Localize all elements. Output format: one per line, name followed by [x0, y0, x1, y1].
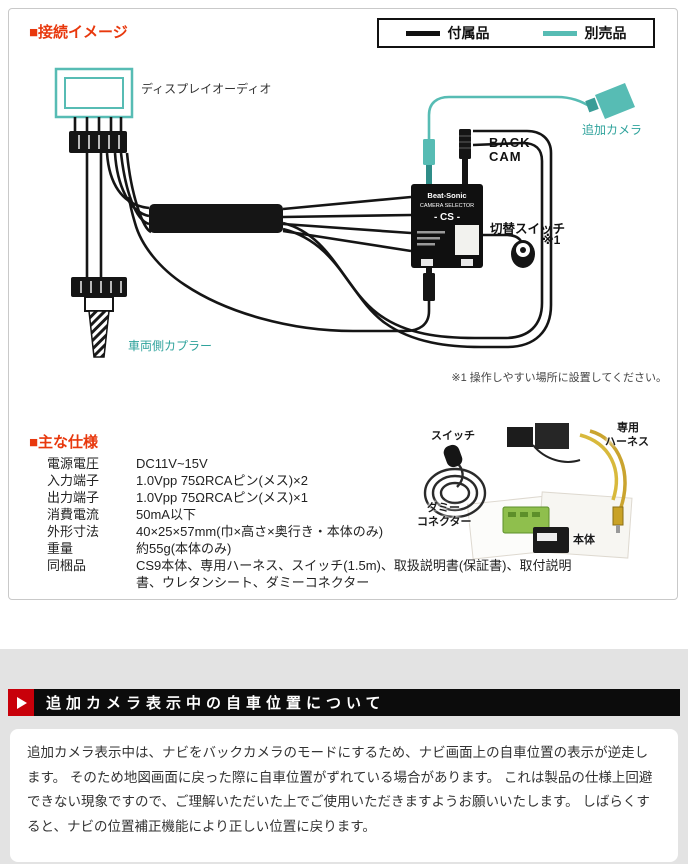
notice-heading: 追加カメラ表示中の自車位置について: [46, 695, 386, 712]
harness-wires: [73, 117, 553, 349]
spec-value: 50mA以下: [136, 507, 196, 522]
notice-body-text: 追加カメラ表示中は、ナビをバックカメラのモードにするため、ナビ画面上の自車位置の…: [27, 745, 653, 834]
camera-rca-plug-icon: [423, 139, 435, 184]
switch-photo: [443, 444, 463, 468]
back-cam-label-line2: CAM: [489, 149, 522, 164]
optional-line-swatch: [542, 30, 577, 36]
product-photo-image: [423, 423, 633, 560]
spec-row: 消費電流 50mA以下: [47, 506, 671, 523]
backcam-rca-plug-icon: [459, 129, 471, 184]
add-camera-label: 追加カメラ: [582, 123, 643, 137]
spec-label: 消費電流: [47, 507, 100, 522]
back-cam-label-line1: BACK: [489, 135, 531, 150]
spec-value: CS9本体、専用ハーネス、スイッチ(1.5m)、取扱説明書(保証書)、取付説明書…: [136, 558, 572, 590]
harness-cable-photo: [579, 429, 627, 533]
camera-selector-device: Beat-Sonic CAMERA SELECTOR - CS -: [411, 184, 483, 268]
specs-table: 電源電圧 DC11V~15V 入力端子 1.0Vpp 75ΩRCAピン(メス)×…: [47, 455, 671, 591]
spec-value: 1.0Vpp 75ΩRCAピン(メス)×2: [136, 473, 308, 488]
coiled-switch-cable: [423, 464, 487, 519]
spec-value: 1.0Vpp 75ΩRCAピン(メス)×1: [136, 490, 308, 505]
notice-body-box: 追加カメラ表示中は、ナビをバックカメラのモードにするため、ナビ画面上の自車位置の…: [10, 729, 678, 862]
display-audio-outline: [54, 67, 134, 119]
vehicle-coupler: [71, 277, 127, 358]
spec-label: 同梱品: [47, 558, 87, 573]
display-audio-label: ディスプレイオーディオ: [141, 82, 272, 96]
legend-item-included: 付属品: [405, 23, 490, 43]
photo-label-main-unit: 本体: [573, 534, 595, 546]
device-name-label: CAMERA SELECTOR: [420, 203, 474, 209]
switch-label: 切替スイッチ: [490, 222, 566, 236]
spec-label: 電源電圧: [47, 456, 100, 471]
product-photo: スイッチ 専用 ハーネス ダミー コネクター 本体: [415, 415, 671, 575]
connection-heading: ■接続イメージ: [29, 24, 128, 41]
photo-label-dummy-line1: ダミー: [427, 502, 460, 514]
dummy-connector-photo: [502, 506, 550, 534]
switch-ref-label: ※1: [542, 233, 561, 247]
spec-row: 出力端子 1.0Vpp 75ΩRCAピン(メス)×1: [47, 489, 671, 506]
spec-row: 入力端子 1.0Vpp 75ΩRCAピン(メス)×2: [47, 472, 671, 489]
spec-label: 重量: [47, 541, 74, 556]
spec-row: 同梱品 CS9本体、専用ハーネス、スイッチ(1.5m)、取扱説明書(保証書)、取…: [47, 557, 671, 591]
diagram-footnote: ※1 操作しやすい場所に設置してください。: [451, 372, 667, 384]
arrow-icon: [8, 689, 34, 716]
spec-row: 電源電圧 DC11V~15V: [47, 455, 671, 472]
play-triangle-icon: [17, 696, 27, 709]
spec-value: 約55g(本体のみ): [136, 541, 232, 556]
spec-row: 外形寸法 40×25×57mm(巾×高さ×奥行き・本体のみ): [47, 523, 671, 540]
legend-label: 別売品: [584, 25, 627, 41]
photo-label-harness-line2: ハーネス: [605, 436, 649, 448]
add-camera-wire: [427, 95, 592, 141]
harness-connectors-photo: [507, 423, 581, 463]
spec-value: DC11V~15V: [136, 456, 208, 471]
harness-connector: [69, 131, 127, 153]
spec-label: 外形寸法: [47, 524, 100, 539]
included-line-swatch: [405, 30, 440, 36]
wiring-diagram: Beat-Sonic CAMERA SELECTOR - CS -: [54, 67, 635, 358]
cable-wrap-band: [149, 204, 283, 233]
device-brand-label: Beat-Sonic: [427, 191, 466, 200]
spec-value: 40×25×57mm(巾×高さ×奥行き・本体のみ): [136, 524, 384, 539]
output-rca-plug-icon: [423, 266, 435, 301]
legend-item-optional: 別売品: [542, 23, 627, 43]
photo-label-harness-line1: 専用: [617, 422, 639, 434]
spec-label: 入力端子: [47, 473, 100, 488]
specs-heading: ■主な仕様: [29, 434, 99, 451]
add-camera-icon: [585, 83, 635, 119]
photo-label-switch: スイッチ: [431, 430, 475, 442]
vehicle-coupler-label: 車両側カプラー: [128, 339, 213, 353]
spec-label: 出力端子: [47, 490, 100, 505]
product-info-panel: ■接続イメージ 付属品 別売品: [8, 8, 678, 600]
device-model-label: - CS -: [434, 212, 460, 223]
notice-heading-bar: 追加カメラ表示中の自車位置について: [8, 689, 680, 716]
main-unit-photo: [533, 527, 569, 553]
photo-label-dummy-line2: コネクター: [417, 516, 472, 528]
parts-legend: 付属品 別売品: [377, 18, 655, 48]
spec-row: 重量 約55g(本体のみ): [47, 540, 671, 557]
legend-label: 付属品: [447, 25, 490, 41]
switch-icon: [511, 240, 535, 268]
